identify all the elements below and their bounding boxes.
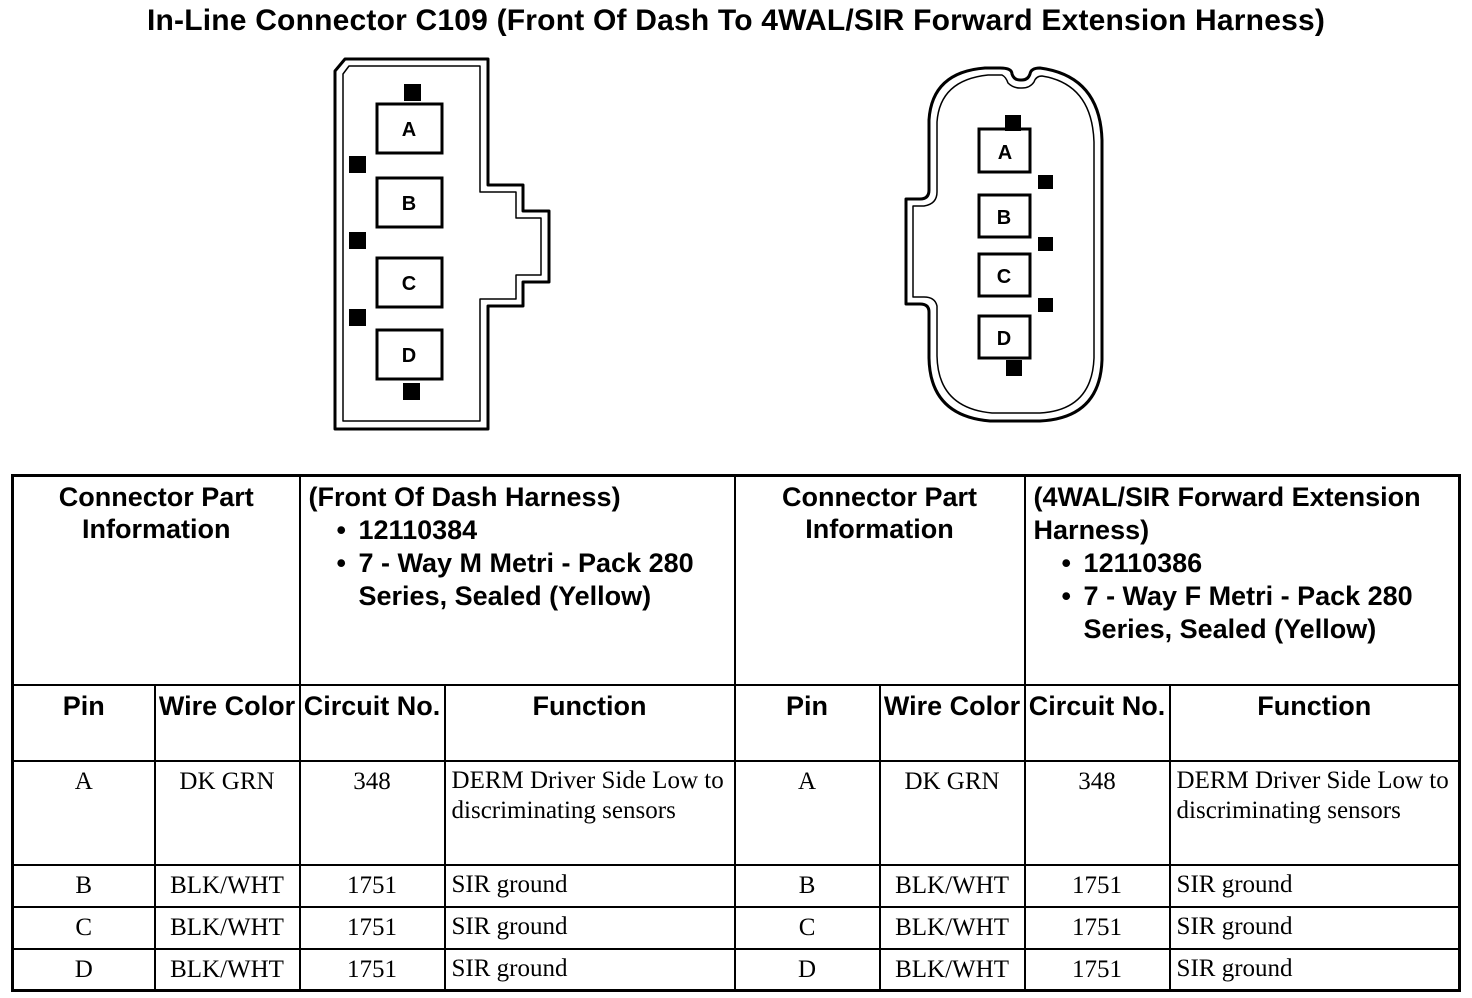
right-part-bullets: 12110386 7 - Way F Metri - Pack 280 Seri… [1034,547,1453,646]
left-row-d-function: SIR ground [443,947,736,992]
left-row-b-circuit: 1751 [298,863,446,908]
right-part-number: 12110386 [1062,547,1453,580]
left-harness-name: (Front Of Dash Harness) [308,482,621,512]
right-connector-outline [904,66,1104,423]
left-header-circuit: Circuit No. [298,683,446,762]
right-part-info-label: Connector Part Information [733,474,1026,686]
left-cavity-b [375,176,444,229]
right-header-function: Function [1168,683,1461,762]
right-row-b-function: SIR ground [1168,863,1461,908]
right-part-description: 7 - Way F Metri - Pack 280 Series, Seale… [1062,580,1453,646]
left-row-d-wire: BLK/WHT [153,947,301,992]
left-part-info-label: Connector Part Information [11,474,301,686]
left-row-c-circuit: 1751 [298,905,446,950]
left-part-number: 12110384 [337,514,728,547]
right-row-b-circuit: 1751 [1023,863,1171,908]
right-row-a-function: DERM Driver Side Low to discriminating s… [1168,759,1461,866]
left-connector-outline [333,57,551,431]
table-row: C BLK/WHT 1751 SIR ground C BLK/WHT 1751… [11,905,1461,950]
left-row-d-pin: D [11,947,156,992]
right-row-a-wire: DK GRN [878,759,1026,866]
right-cavity-a [977,127,1032,174]
right-latch-bottom [1006,360,1022,376]
left-row-b-pin: B [11,863,156,908]
left-latch-1 [349,156,366,173]
left-row-c-wire: BLK/WHT [153,905,301,950]
left-header-pin: Pin [11,683,156,762]
left-pin-d-label: D [402,345,416,367]
right-latch-3 [1038,298,1053,312]
right-row-d-function: SIR ground [1168,947,1461,992]
right-row-b-wire: BLK/WHT [878,863,1026,908]
left-row-a-pin: A [11,759,156,866]
right-connector: A B C D [904,66,1104,423]
left-row-a-circuit: 348 [298,759,446,866]
right-row-a-circuit: 348 [1023,759,1171,866]
right-pin-b-label: B [997,207,1011,229]
left-latch-2 [349,232,366,249]
left-row-c-pin: C [11,905,156,950]
right-harness-name: (4WAL/SIR Forward Extension Harness) [1033,482,1421,545]
left-row-b-function: SIR ground [443,863,736,908]
right-cavity-b [977,193,1032,239]
right-header-pin: Pin [733,683,881,762]
table-row: B BLK/WHT 1751 SIR ground B BLK/WHT 1751… [11,863,1461,908]
left-latch-3 [349,309,366,326]
left-part-info: (Front Of Dash Harness) 12110384 7 - Way… [298,474,736,686]
right-row-c-circuit: 1751 [1023,905,1171,950]
page-title: In-Line Connector C109 (Front Of Dash To… [146,4,1326,37]
table-row: A DK GRN 348 DERM Driver Side Low to dis… [11,759,1461,866]
left-header-wire-color: Wire Color [153,683,301,762]
right-header-circuit: Circuit No. [1023,683,1171,762]
left-pin-b-label: B [402,193,416,215]
left-row-b-wire: BLK/WHT [153,863,301,908]
right-row-c-pin: C [733,905,881,950]
part-info-row: Connector Part Information (Front Of Das… [11,474,1461,686]
right-pin-c-label: C [997,266,1011,288]
right-header-wire-color: Wire Color [878,683,1026,762]
right-row-c-function: SIR ground [1168,905,1461,950]
right-pin-a-label: A [998,142,1012,164]
left-row-d-circuit: 1751 [298,947,446,992]
column-header-row: Pin Wire Color Circuit No. Function Pin … [11,683,1461,762]
left-cavity-a [375,102,444,155]
left-connector-inner-outline [342,65,542,422]
left-row-c-function: SIR ground [443,905,736,950]
right-row-d-wire: BLK/WHT [878,947,1026,992]
right-row-c-wire: BLK/WHT [878,905,1026,950]
left-connector: A B C D [333,57,551,431]
left-latch-bottom [403,383,420,400]
left-cavity-c [375,256,444,309]
right-row-d-circuit: 1751 [1023,947,1171,992]
left-row-a-function: DERM Driver Side Low to discriminating s… [443,759,736,866]
right-row-b-pin: B [733,863,881,908]
left-part-description: 7 - Way M Metri - Pack 280 Series, Seale… [337,547,728,613]
connector-diagram: A B C D A B C D [333,57,1104,431]
left-part-bullets: 12110384 7 - Way M Metri - Pack 280 Seri… [309,514,728,613]
right-cavity-d [977,314,1032,360]
table-row: D BLK/WHT 1751 SIR ground D BLK/WHT 1751… [11,947,1461,992]
left-cavity-d [375,328,444,381]
right-connector-inner-outline [912,74,1095,414]
left-row-a-wire: DK GRN [153,759,301,866]
left-header-function: Function [443,683,736,762]
right-row-a-pin: A [733,759,881,866]
left-pin-a-label: A [402,119,416,141]
left-pin-c-label: C [402,273,416,295]
right-latch-2 [1038,237,1053,251]
right-cavity-c [977,252,1032,298]
right-latch-top [1005,115,1021,131]
right-part-info: (4WAL/SIR Forward Extension Harness) 121… [1023,474,1461,686]
right-row-d-pin: D [733,947,881,992]
pinout-table: Connector Part Information (Front Of Das… [11,474,1462,992]
left-latch-top [404,84,421,101]
right-pin-d-label: D [997,328,1011,350]
right-latch-1 [1038,175,1053,189]
